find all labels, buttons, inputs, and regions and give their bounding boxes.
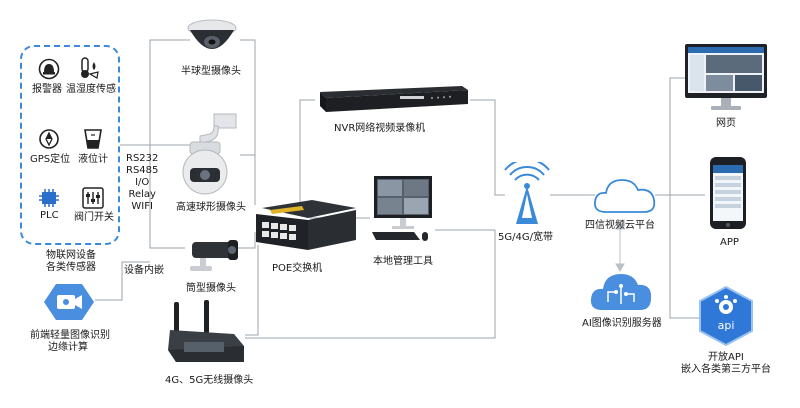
iot-sensor-group [20, 45, 120, 245]
iot-caption-line1: 物联网设备 [46, 250, 96, 261]
bullet-camera-icon [190, 240, 238, 271]
poe-switch-label: POE交换机 [272, 263, 323, 274]
protocol-list: RS232 RS485 I/O Relay WIFI [126, 153, 158, 213]
protocol-wifi: WIFI [131, 201, 153, 212]
sensor-label-valve-switch: 阀门开关 [74, 212, 114, 223]
local-management-pc-icon [372, 176, 432, 241]
cloud-platform-icon [594, 179, 656, 213]
cloud-platform-label: 四信视频云平台 [585, 220, 655, 231]
wireless-signal-icon [504, 162, 550, 224]
sensor-label-temp-humidity: 温湿度传感 [66, 84, 116, 95]
app-phone-icon [710, 157, 746, 229]
alarm-icon [38, 58, 60, 80]
protocol-relay: Relay [128, 189, 156, 200]
protocol-rs485: RS485 [126, 165, 159, 176]
wireless-camera-label: 4G、5G无线摄像头 [165, 375, 254, 386]
level-meter-icon [84, 129, 102, 149]
network-label: 5G/4G/宽带 [498, 232, 553, 243]
api-hexagon-icon: api [699, 285, 753, 347]
web-monitor-icon [685, 44, 767, 110]
edge-vision-icon [44, 284, 94, 320]
plc-chip-icon [39, 189, 59, 207]
sensor-label-plc: PLC [40, 210, 59, 221]
valve-switch-icon [82, 187, 104, 209]
speed-dome-camera-label: 高速球形摄像头 [176, 202, 246, 213]
iot-caption-line2: 各类传感器 [46, 262, 96, 273]
sensor-label-level-meter: 液位计 [78, 154, 108, 165]
nvr-recorder-icon [320, 86, 468, 112]
bullet-camera-label: 筒型摄像头 [186, 283, 236, 294]
embedded-label: 设备内嵌 [124, 265, 164, 276]
sensor-label-alarm: 报警器 [32, 84, 62, 95]
speed-dome-camera-icon [182, 113, 237, 195]
protocol-rs232: RS232 [126, 153, 159, 164]
app-client-label: APP [720, 237, 739, 248]
edge-caption-line1: 前端轻量图像识别 [30, 330, 110, 341]
poe-switch-icon [256, 200, 356, 250]
ai-server-icon [590, 274, 652, 310]
wireless-camera-icon [168, 300, 244, 362]
sensor-label-gps: GPS定位 [30, 154, 71, 165]
edge-caption-line2: 边缘计算 [48, 342, 88, 353]
gps-compass-icon [39, 129, 59, 149]
dome-camera-label: 半球型摄像头 [181, 66, 241, 77]
ai-server-label: AI图像识别服务器 [582, 318, 662, 329]
local-tool-label: 本地管理工具 [373, 256, 433, 267]
web-client-label: 网页 [716, 118, 736, 129]
dome-camera-icon [187, 19, 237, 49]
api-label-line1: 开放API [708, 352, 744, 363]
api-badge-text: api [718, 319, 735, 332]
api-label-line2: 嵌入各类第三方平台 [681, 364, 771, 375]
thermometer-humidity-icon [81, 57, 99, 79]
protocol-io: I/O [135, 177, 150, 188]
nvr-label: NVR网络视频录像机 [334, 123, 426, 134]
